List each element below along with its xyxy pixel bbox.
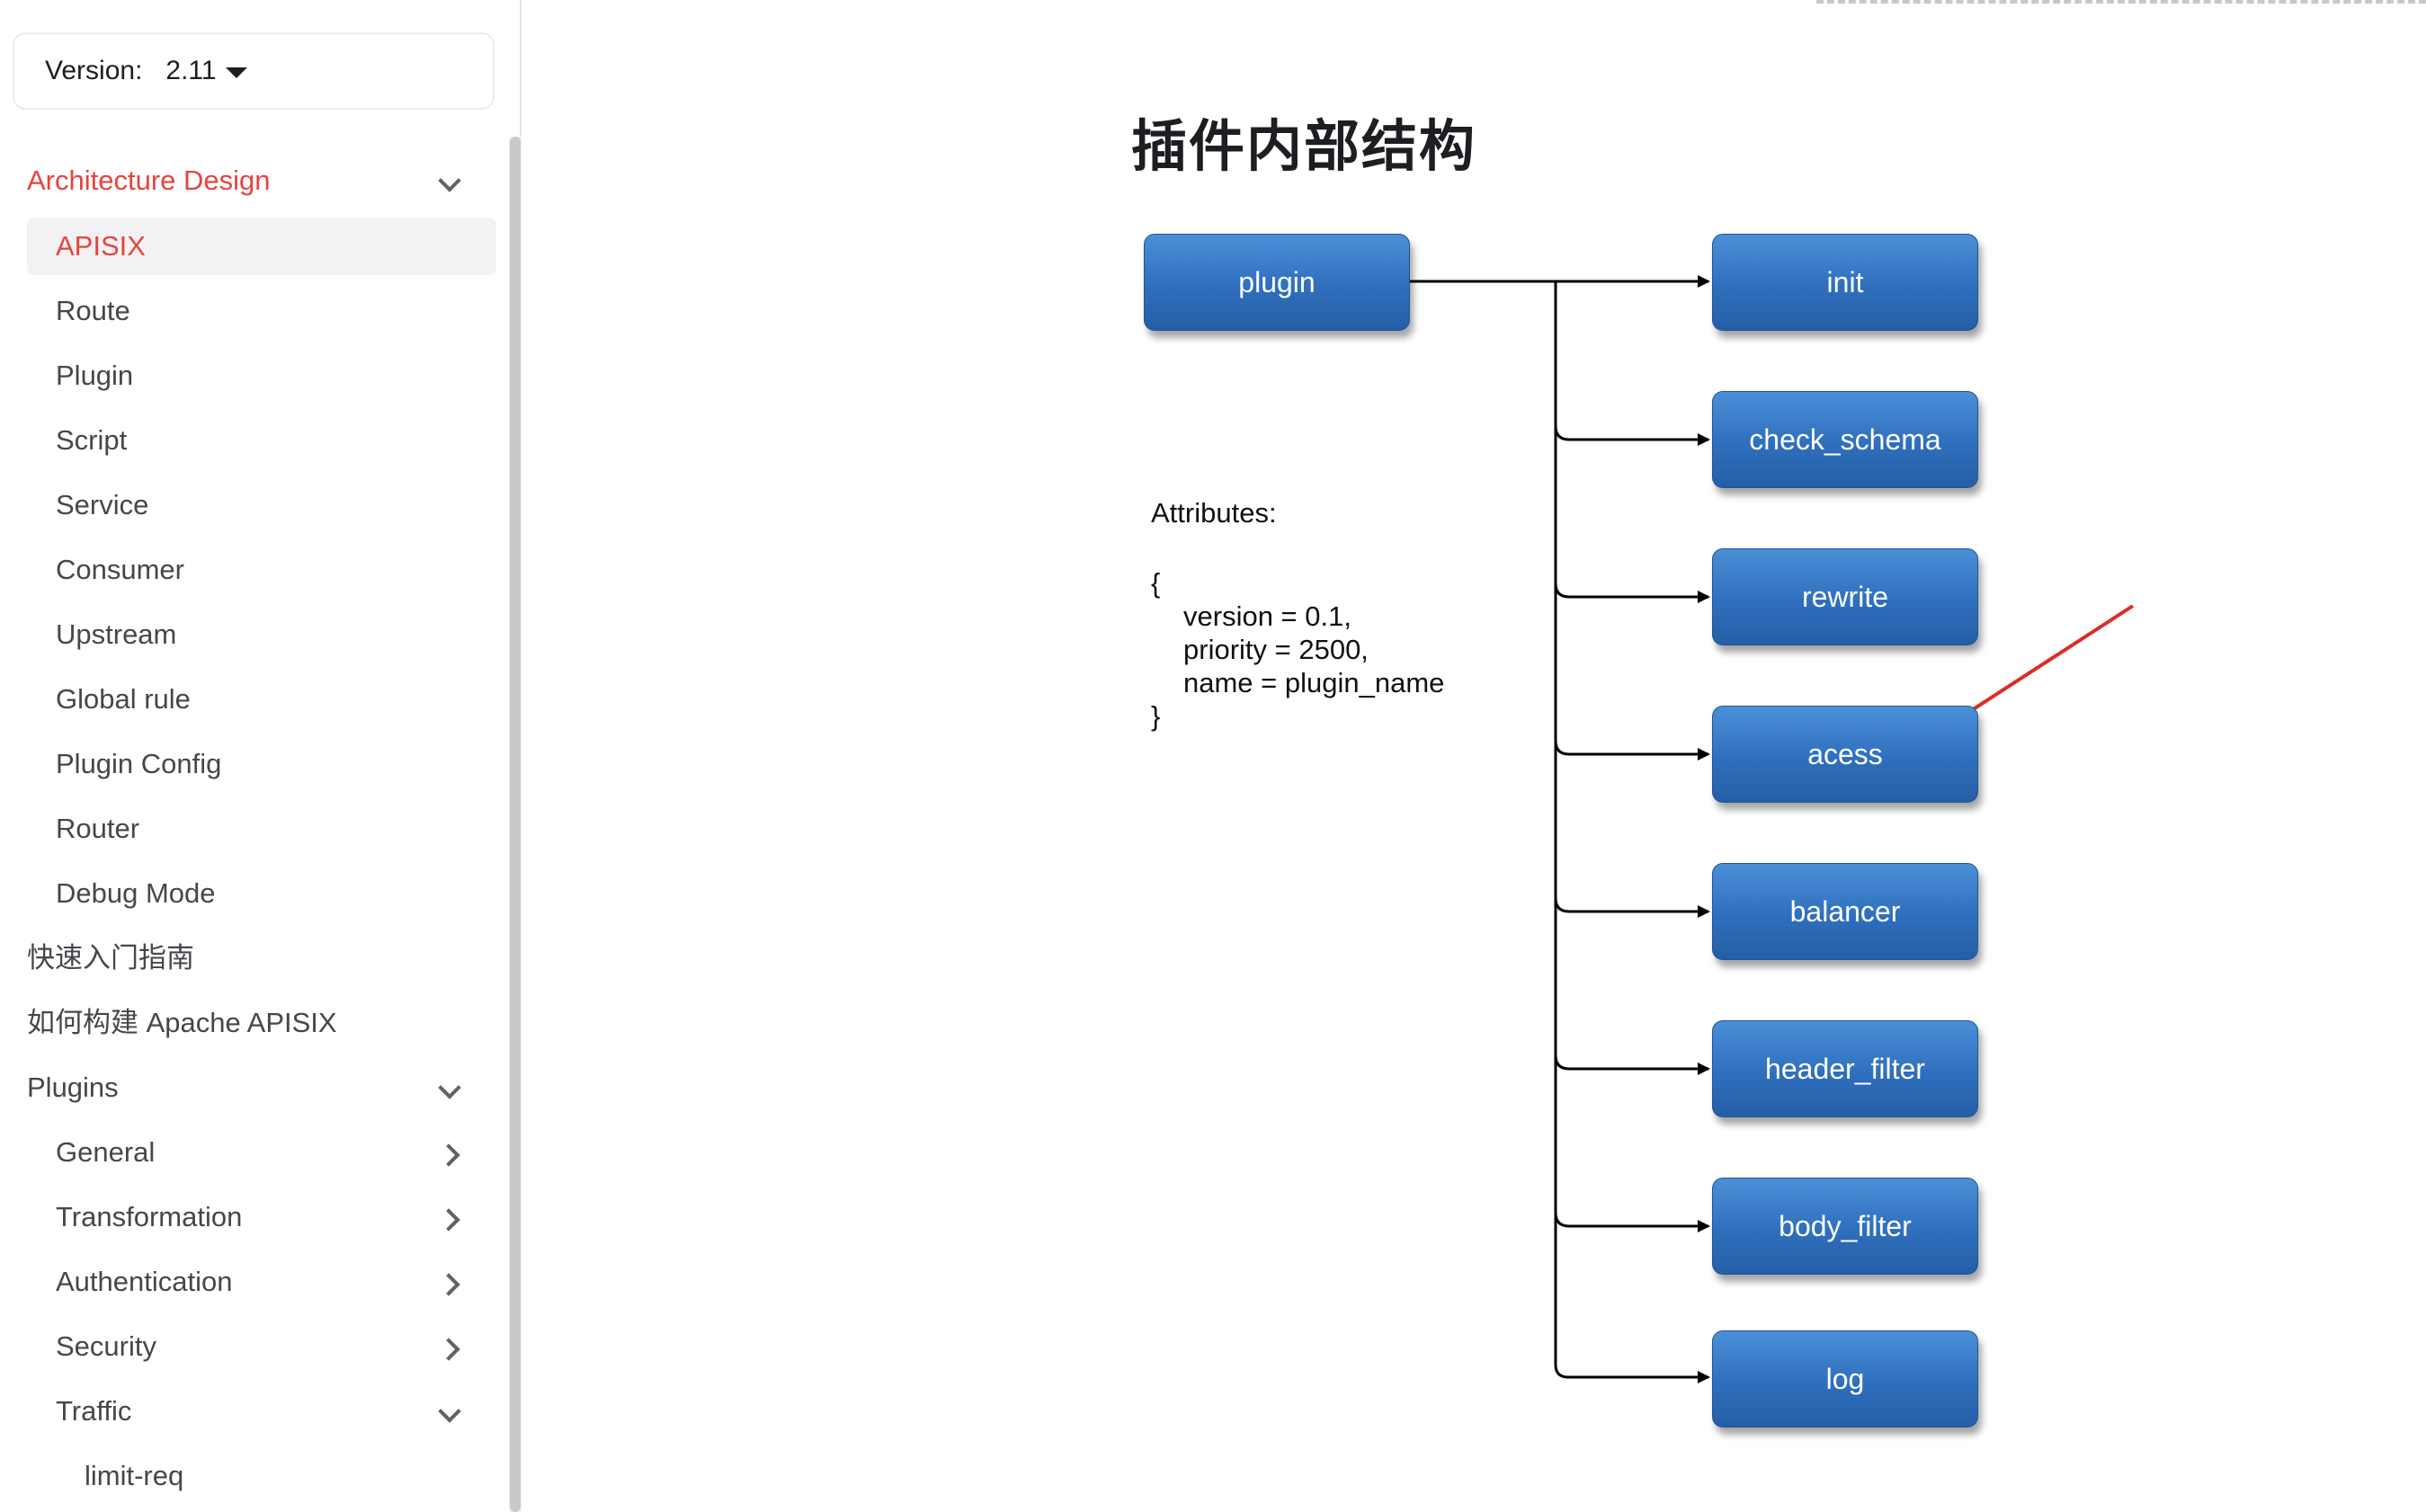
caret-down-icon: [225, 67, 247, 78]
attributes-close-brace: }: [1151, 700, 1161, 732]
sidebar-item-label: Route: [56, 295, 130, 326]
sidebar-item-label: Plugin Config: [56, 748, 222, 779]
attributes-heading: Attributes:: [1151, 497, 1277, 529]
sidebar-category-plugins[interactable]: Plugins: [27, 1059, 486, 1116]
sidebar-item-label: Plugins: [27, 1072, 119, 1103]
sidebar-item-upstream[interactable]: Upstream: [27, 606, 496, 663]
version-value: 2.11: [165, 56, 217, 85]
node-balancer: balancer: [1712, 863, 1978, 960]
node-label: check_schema: [1749, 422, 1941, 456]
sidebar-item-label: Router: [56, 813, 140, 844]
node-label: header_filter: [1765, 1052, 1925, 1085]
node-log: log: [1712, 1330, 1978, 1428]
node-body-filter: body_filter: [1712, 1178, 1978, 1275]
sidebar-item-label: Security: [56, 1330, 156, 1362]
sidebar-item-label: Plugin: [56, 360, 134, 391]
node-label: acess: [1807, 737, 1883, 770]
connector-check-schema: [1554, 425, 1710, 446]
sidebar-scrollbar-thumb[interactable]: [510, 137, 521, 1512]
node-label: init: [1826, 265, 1864, 298]
sidebar-item-label: Authentication: [56, 1266, 233, 1297]
node-label: log: [1825, 1362, 1865, 1395]
sidebar-item-plugin[interactable]: Plugin: [27, 347, 496, 405]
node-header-filter: header_filter: [1712, 1020, 1978, 1117]
diagram-connectors: [1409, 275, 2135, 1383]
connector-rewrite: [1554, 583, 1710, 603]
node-init: init: [1712, 234, 1978, 331]
sidebar-category-general[interactable]: General: [27, 1124, 496, 1181]
sidebar-item-debug-mode[interactable]: Debug Mode: [27, 865, 496, 922]
top-dashed-divider: [1816, 0, 2426, 4]
attribute-line: version = 0.1,: [1183, 600, 1351, 632]
sidebar-item-label: limit-req: [85, 1460, 184, 1491]
sidebar-item-label: Transformation: [56, 1201, 243, 1232]
connector-balancer: [1554, 897, 1710, 918]
version-label: Version:: [45, 56, 143, 85]
node-label: plugin: [1238, 265, 1316, 298]
node-plugin: plugin: [1144, 234, 1410, 331]
sidebar-item-router[interactable]: Router: [27, 800, 496, 858]
sidebar-category-authentication[interactable]: Authentication: [27, 1253, 496, 1311]
sidebar-item-label: Debug Mode: [56, 877, 216, 909]
sidebar-item-label: Global rule: [56, 683, 191, 715]
sidebar-item-label: Consumer: [56, 554, 184, 585]
plugin-structure-diagram: plugin init check_schema rewrite acess b…: [1115, 216, 2176, 1456]
sidebar-item-label: Architecture Design: [27, 165, 271, 196]
sidebar-item-label: 如何构建 Apache APISIX: [27, 1007, 337, 1038]
version-selector[interactable]: Version: 2.11: [13, 32, 495, 110]
sidebar-item-label: APISIX: [56, 230, 146, 262]
node-acess: acess: [1712, 706, 1978, 803]
docs-sidebar: Version: 2.11 Architecture Design APISIX…: [0, 0, 522, 1512]
sidebar-item-consumer[interactable]: Consumer: [27, 541, 496, 599]
sidebar-category-security[interactable]: Security: [27, 1318, 496, 1375]
attribute-line: name = plugin_name: [1183, 667, 1445, 698]
sidebar-item-label: Script: [56, 424, 128, 456]
connector-acess: [1554, 740, 1710, 760]
node-label: balancer: [1789, 894, 1901, 928]
sidebar-category-architecture-design[interactable]: Architecture Design: [27, 152, 486, 209]
sidebar-item-quick-start[interactable]: 快速入门指南: [27, 929, 486, 987]
connector-header-filter: [1554, 1054, 1710, 1075]
sidebar-item-global-rule[interactable]: Global rule: [27, 671, 496, 728]
attributes-open-brace: {: [1151, 567, 1161, 599]
node-check-schema: check_schema: [1712, 391, 1978, 488]
sidebar-item-build-apisix[interactable]: 如何构建 Apache APISIX: [27, 994, 486, 1052]
node-label: body_filter: [1779, 1209, 1912, 1242]
sidebar-item-label: General: [56, 1136, 156, 1168]
connector-spine: [1554, 281, 1569, 1379]
sidebar-item-script[interactable]: Script: [27, 412, 496, 469]
attribute-line: priority = 2500,: [1183, 634, 1369, 665]
node-rewrite: rewrite: [1712, 548, 1978, 645]
sidebar-item-label: Upstream: [56, 618, 177, 650]
sidebar-item-label: Service: [56, 489, 149, 520]
sidebar-item-limit-req[interactable]: limit-req: [27, 1447, 496, 1505]
sidebar-category-traffic[interactable]: Traffic: [27, 1383, 496, 1440]
sidebar-item-label: 快速入门指南: [27, 942, 194, 974]
connector-body-filter: [1554, 1212, 1710, 1232]
page-title: 插件内部结构: [1131, 116, 1477, 178]
node-label: rewrite: [1801, 580, 1888, 613]
sidebar-item-plugin-config[interactable]: Plugin Config: [27, 735, 496, 793]
sidebar-item-route[interactable]: Route: [27, 282, 496, 340]
sidebar-item-apisix[interactable]: APISIX: [27, 218, 496, 275]
sidebar-category-transformation[interactable]: Transformation: [27, 1188, 496, 1246]
sidebar-item-service[interactable]: Service: [27, 476, 496, 534]
sidebar-item-label: Traffic: [56, 1395, 132, 1427]
